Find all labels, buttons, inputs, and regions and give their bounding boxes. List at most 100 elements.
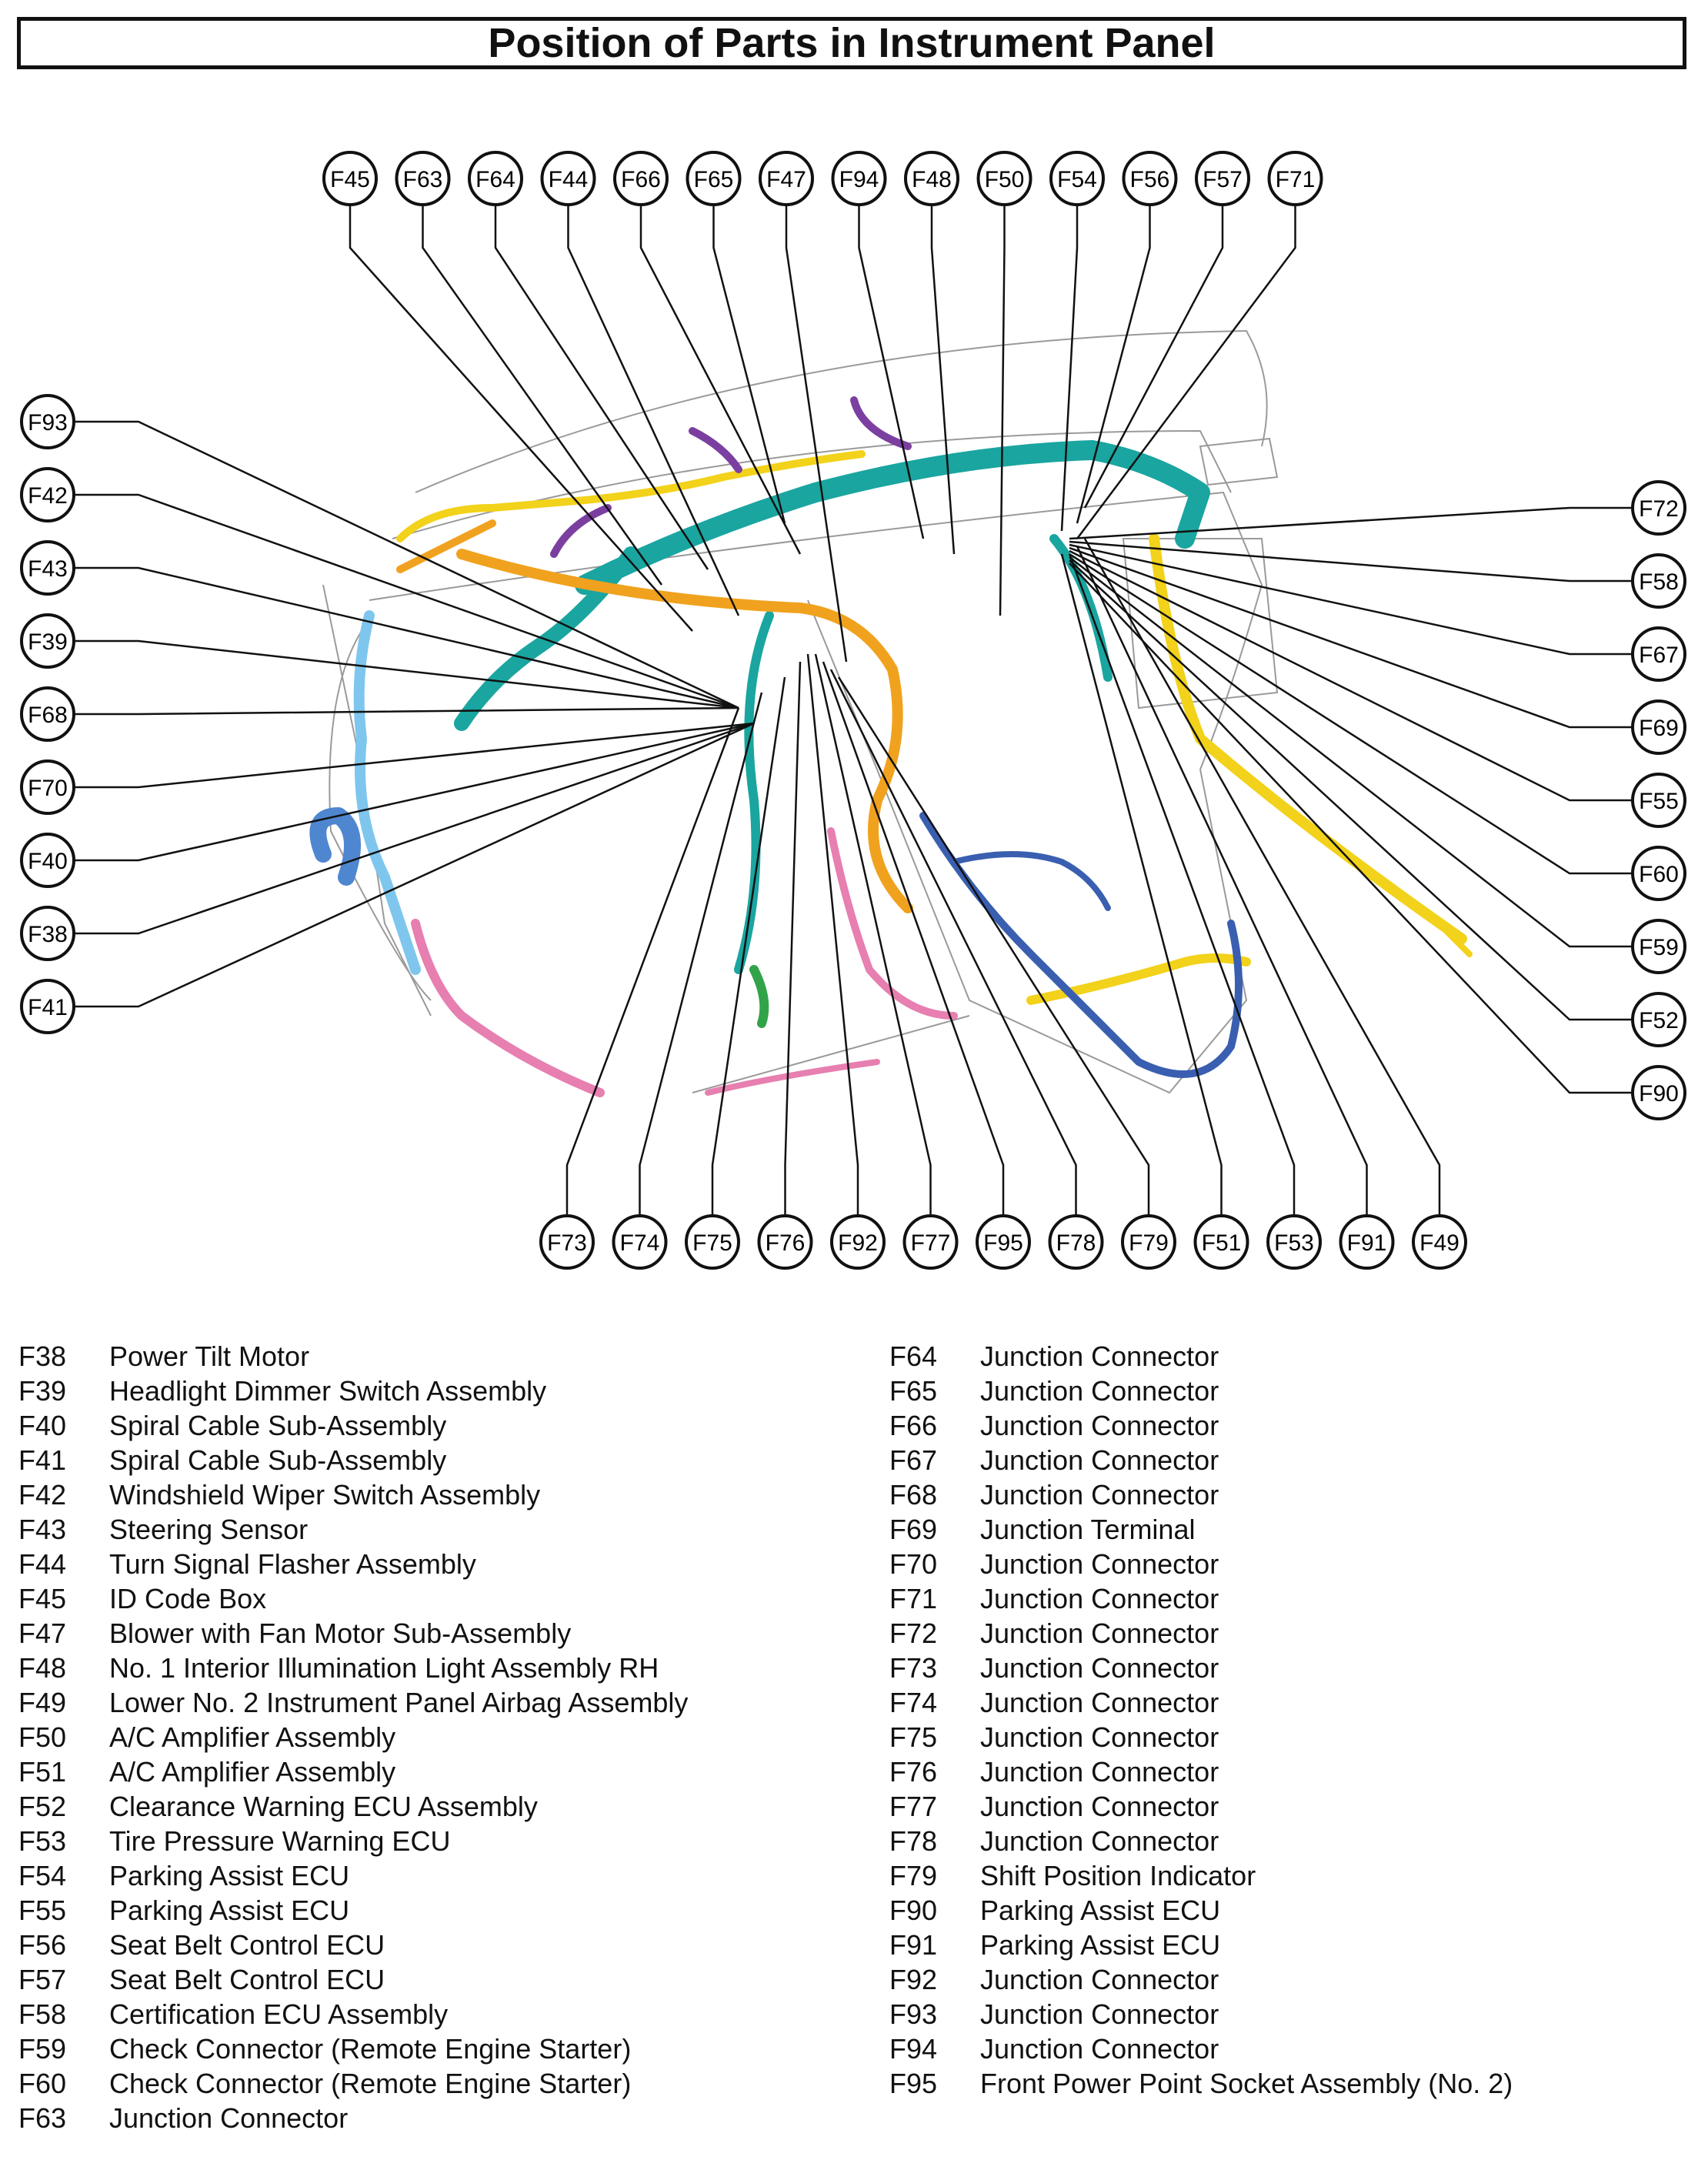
legend-code: F91 — [889, 1929, 938, 1961]
legend-code: F94 — [889, 2033, 938, 2065]
legend-code: F95 — [889, 2068, 938, 2099]
callout-circle — [1195, 151, 1250, 206]
legend-code: F58 — [18, 1998, 67, 2030]
leader-line-f42 — [48, 493, 739, 709]
callout-circle — [20, 394, 75, 449]
leader-line-f93 — [48, 420, 739, 709]
legend-name: Junction Connector — [980, 1548, 1219, 1580]
callout-circle — [1631, 919, 1686, 974]
callout-label: F77 — [911, 1230, 951, 1256]
callout-circle — [1631, 626, 1686, 682]
leader-line-f41 — [48, 722, 755, 1008]
leader-line-f68 — [48, 706, 739, 716]
callout-f91: F91 — [1339, 1214, 1395, 1270]
leader-line-f59 — [1069, 556, 1659, 948]
legend-code: F67 — [889, 1444, 938, 1476]
teal-branch-right — [1049, 534, 1113, 682]
legend-code: F42 — [18, 1479, 67, 1511]
legend-code: F45 — [18, 1583, 67, 1614]
leader-line-f55 — [1069, 549, 1659, 802]
callout-label: F38 — [28, 922, 68, 947]
callout-circle — [540, 151, 596, 206]
legend-name: Junction Connector — [980, 1340, 1219, 1372]
leader-line-f50 — [999, 179, 1006, 616]
callout-label: F92 — [838, 1230, 878, 1256]
leader-line-f63 — [422, 179, 663, 586]
legend-row: F71 Junction Connector — [889, 1581, 1513, 1616]
callout-circle — [20, 613, 75, 669]
callout-circle — [20, 906, 75, 961]
callout-f43: F43 — [20, 540, 75, 596]
callout-f90: F90 — [1631, 1065, 1686, 1120]
legend-code: F57 — [18, 1964, 67, 1995]
callout-circle — [1121, 1214, 1176, 1270]
callout-circle — [830, 1214, 886, 1270]
callout-circle — [20, 467, 75, 522]
callout-label: F71 — [1276, 167, 1316, 192]
legend-name: Junction Connector — [980, 1583, 1219, 1614]
callout-label: F41 — [28, 995, 68, 1020]
legend-code: F68 — [889, 1479, 938, 1511]
legend-name: Tire Pressure Warning ECU — [109, 1825, 451, 1857]
yellow-harness-floor — [1026, 953, 1251, 1005]
callout-f95: F95 — [976, 1214, 1031, 1270]
legend-name: Front Power Point Socket Assembly (No. 2… — [980, 2068, 1513, 2099]
legend-code: F79 — [889, 1860, 938, 1891]
legend-code: F71 — [889, 1583, 938, 1614]
callout-circle — [685, 1214, 740, 1270]
callout-label: F40 — [28, 849, 68, 874]
legend-code: F65 — [889, 1375, 938, 1407]
callout-circle — [1631, 699, 1686, 755]
callout-circle — [1631, 846, 1686, 901]
legend-code: F93 — [889, 1998, 938, 2030]
callout-label: F94 — [839, 167, 879, 192]
callout-f49: F49 — [1412, 1214, 1467, 1270]
legend-name: Junction Connector — [980, 2033, 1219, 2065]
callout-circle — [539, 1214, 595, 1270]
callout-label: F58 — [1639, 569, 1679, 595]
leader-line-f67 — [1069, 543, 1659, 656]
lightblue-harness-left — [353, 610, 421, 975]
legend-name: Windshield Wiper Switch Assembly — [109, 1479, 541, 1511]
callout-circle — [1049, 151, 1105, 206]
callout-label: F60 — [1639, 862, 1679, 887]
callout-f59: F59 — [1631, 919, 1686, 974]
callout-label: F48 — [912, 167, 952, 192]
vent-outline — [1199, 437, 1279, 486]
orange-harness-center — [456, 549, 913, 913]
callout-f71: F71 — [1267, 151, 1323, 206]
legend-name: Check Connector (Remote Engine Starter) — [109, 2033, 632, 2065]
callout-circle — [322, 151, 378, 206]
legend-name: Check Connector (Remote Engine Starter) — [109, 2068, 632, 2099]
callout-f63: F63 — [395, 151, 451, 206]
callout-circle — [757, 1214, 813, 1270]
callout-f40: F40 — [20, 833, 75, 888]
callout-label: F64 — [475, 167, 515, 192]
callout-label: F65 — [694, 167, 734, 192]
callout-circle — [395, 151, 451, 206]
legend-code: F52 — [18, 1791, 67, 1822]
callout-f58: F58 — [1631, 553, 1686, 609]
leader-line-f43 — [48, 566, 739, 709]
callout-f52: F52 — [1631, 992, 1686, 1047]
legend-name: Lower No. 2 Instrument Panel Airbag Asse… — [109, 1687, 689, 1718]
callout-circle — [1339, 1214, 1395, 1270]
callout-f70: F70 — [20, 760, 75, 815]
callout-f76: F76 — [757, 1214, 813, 1270]
legend-code: F78 — [889, 1825, 938, 1857]
legend-name: Junction Connector — [980, 1998, 1219, 2030]
callout-label: F57 — [1203, 167, 1243, 192]
legend-code: F59 — [18, 2033, 67, 2065]
legend-row: F93 Junction Connector — [889, 1997, 1513, 2031]
callout-circle — [20, 760, 75, 815]
